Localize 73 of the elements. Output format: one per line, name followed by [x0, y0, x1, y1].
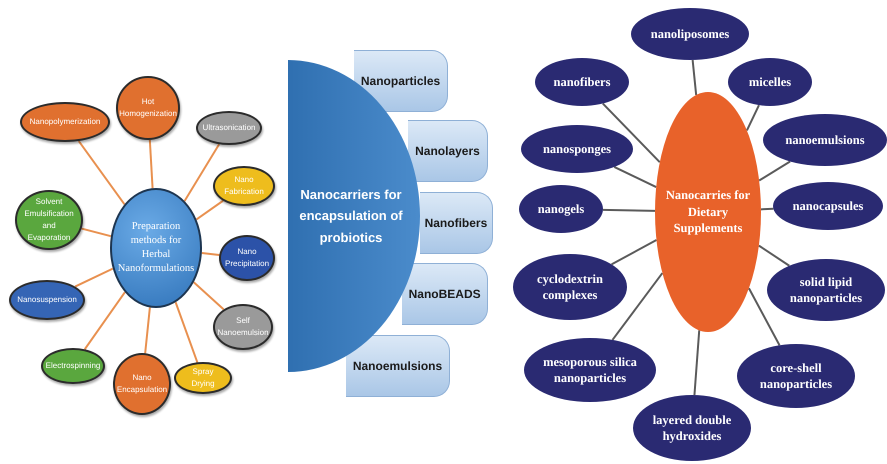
connector-line — [748, 288, 780, 346]
connector-line — [148, 140, 154, 188]
node-label: Nanocarries for Dietary Supplements — [664, 186, 752, 238]
node-label: nanofibers — [554, 74, 610, 90]
node-label: Nano Encapsulation — [116, 372, 168, 396]
node-label: Nanopolymerization — [30, 116, 100, 128]
node-label: nanocapsules — [792, 198, 864, 214]
node-label: Preparation methods for Herbal Nanoformulations — [118, 220, 194, 276]
connector-line — [693, 330, 700, 396]
ellipse-node — [174, 362, 232, 394]
connector-line — [84, 292, 126, 350]
node-label: Spray Drying — [190, 366, 216, 390]
node-label: mesoporous silica nanoparticles — [542, 354, 638, 386]
node-label: Nanolayers — [415, 144, 480, 158]
node-label: Nano Precipitation — [225, 246, 270, 270]
node-label: micelles — [748, 74, 792, 90]
node-label: nanosponges — [542, 140, 612, 158]
ellipse-node — [763, 114, 887, 166]
rounded-tab — [408, 120, 488, 182]
ellipse-node — [41, 348, 105, 384]
ellipse-node — [113, 353, 171, 415]
connector-line — [612, 272, 664, 340]
ellipse-node — [196, 111, 262, 145]
ellipse-node — [219, 235, 275, 281]
connector-line — [746, 104, 760, 131]
rounded-tab — [346, 335, 450, 397]
connector-line — [196, 200, 224, 220]
node-label: Nanocarriers for encapsulation of probiotics — [298, 186, 404, 247]
ellipse-node — [213, 166, 275, 206]
node-label: Self Nanoemulsion — [217, 315, 269, 339]
connector-line — [174, 302, 198, 363]
connector-line — [74, 268, 114, 288]
node-label: Nanosuspension — [17, 294, 77, 306]
ellipse-node — [20, 102, 110, 142]
connector-line — [602, 208, 656, 212]
node-label: Nanoemulsions — [352, 359, 442, 373]
node-label: Nano Fabrication — [223, 174, 265, 198]
node-label: layered double hydroxides — [652, 412, 732, 444]
ellipse-node — [213, 304, 273, 350]
connector-line — [193, 282, 224, 310]
connector-line — [602, 102, 660, 163]
node-label: nanoliposomes — [650, 26, 730, 42]
connector-line — [614, 166, 657, 188]
ellipse-node — [15, 190, 83, 250]
node-label: Nanoparticles — [360, 74, 440, 88]
rounded-tab — [420, 192, 493, 254]
node-label: cyclodextrin complexes — [536, 270, 604, 304]
connector-line — [144, 307, 151, 354]
connector-line — [760, 208, 774, 210]
node-label: Electrospinning — [46, 360, 100, 372]
node-label: nanoemulsions — [785, 132, 865, 148]
connector-line — [202, 252, 220, 256]
node-label: Ultrasonication — [202, 122, 256, 134]
connector-line — [78, 140, 126, 205]
node-label: core-shell nanoparticles — [758, 360, 834, 392]
rounded-tab — [402, 263, 488, 325]
connector-line — [81, 228, 112, 238]
node-label: solid lipid nanoparticles — [788, 274, 864, 306]
connector-line — [184, 144, 220, 202]
node-label: nanogels — [538, 200, 584, 218]
node-label: Nanofibers — [424, 216, 488, 230]
connector-line — [611, 239, 657, 266]
ellipse-node — [728, 58, 812, 106]
ellipse-node — [521, 125, 633, 173]
node-label: NanoBEADS — [408, 287, 481, 301]
ellipse-node — [116, 76, 180, 140]
connector-line — [758, 160, 791, 182]
connector-line — [758, 244, 790, 267]
node-label: Solvent Emulsification and Evaporation — [23, 196, 75, 244]
connector-line — [692, 60, 698, 96]
ellipse-node — [9, 280, 85, 320]
rounded-tab — [354, 50, 448, 112]
node-label: Hot Homogenization — [119, 96, 177, 120]
